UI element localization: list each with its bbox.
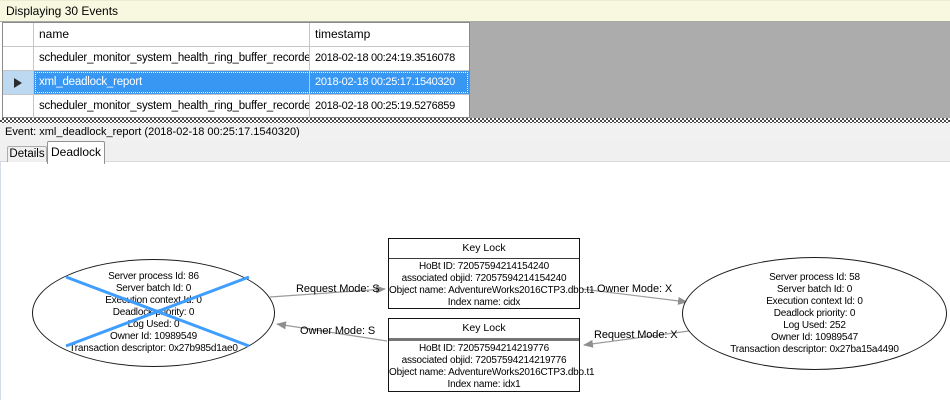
column-header-name[interactable]: name xyxy=(34,23,310,46)
tab-strip xyxy=(0,142,950,162)
event-timestamp-cell: 2018-02-18 00:25:17.1540320 xyxy=(315,76,455,88)
lock-attr: Object name: AdventureWorks2016CTP3.dbo.… xyxy=(389,285,595,296)
process-attr: Log Used: 252 xyxy=(783,319,846,331)
events-title-bar: Displaying 30 Events xyxy=(0,0,950,22)
event-row-selected[interactable]: xml_deadlock_report 2018-02-18 00:25:17.… xyxy=(3,71,469,95)
event-timestamp-cell: 2018-02-18 00:24:19.3516078 xyxy=(315,52,455,64)
process-attr: Owner Id: 10989549 xyxy=(109,331,198,342)
process-attr: Server batch Id: 0 xyxy=(115,283,192,294)
lock-attr: associated objid: 72057594214219776 xyxy=(401,355,567,366)
column-header-timestamp[interactable]: timestamp xyxy=(315,27,371,41)
row-selector-cell xyxy=(3,95,34,118)
event-name-cell: xml_deadlock_report xyxy=(34,71,310,94)
edge-label-request-x: Request Mode: X xyxy=(594,329,678,341)
events-grid: name timestamp scheduler_monitor_system_… xyxy=(2,22,470,118)
event-row[interactable]: scheduler_monitor_system_health_ring_buf… xyxy=(3,47,469,71)
grid-header-row: name timestamp xyxy=(3,23,469,47)
process-attr: Server batch Id: 0 xyxy=(776,283,853,295)
event-timestamp-cell: 2018-02-18 00:25:19.5276859 xyxy=(315,100,455,112)
process-attr: Server process Id: 58 xyxy=(769,271,860,283)
process-attr: Deadlock priority: 0 xyxy=(112,307,195,318)
lock-attr: associated objid: 72057594214154240 xyxy=(401,273,567,284)
event-summary-label: Event: xml_deadlock_report (2018-02-18 0… xyxy=(5,126,300,138)
process-attr: Deadlock priority: 0 xyxy=(773,307,856,319)
lock-attr: HoBt ID: 72057594214219776 xyxy=(419,343,549,354)
grid-empty-area xyxy=(470,22,950,118)
edge-label-owner-s: Owner Mode: S xyxy=(300,325,376,337)
events-count-label: Displaying 30 Events xyxy=(6,4,119,18)
lock-title: Key Lock xyxy=(389,319,579,341)
lock-attr: HoBt ID: 72057594214154240 xyxy=(419,261,549,272)
grid-corner-cell xyxy=(3,23,34,46)
row-selector-cell xyxy=(3,71,34,94)
lock-title: Key Lock xyxy=(389,239,579,259)
event-name-cell: scheduler_monitor_system_health_ring_buf… xyxy=(34,95,310,118)
process-attr: Server process Id: 86 xyxy=(108,271,199,282)
key-lock-node-top[interactable]: Key Lock HoBt ID: 72057594214154240 asso… xyxy=(388,238,595,309)
process-attr: Owner Id: 10989547 xyxy=(770,331,859,343)
lock-attr: Object name: AdventureWorks2016CTP3.dbo.… xyxy=(389,367,595,378)
key-lock-node-bottom[interactable]: Key Lock HoBt ID: 72057594214219776 asso… xyxy=(388,318,595,392)
tab-details[interactable]: Details xyxy=(7,146,47,162)
process-attr: Execution context Id: 0 xyxy=(105,295,202,306)
current-row-arrow-icon xyxy=(14,77,22,88)
lock-attr: Index name: idx1 xyxy=(447,379,521,390)
pane-splitter[interactable] xyxy=(0,118,950,123)
process-attr: Log Used: 0 xyxy=(127,319,180,330)
event-row[interactable]: scheduler_monitor_system_health_ring_buf… xyxy=(3,95,469,118)
process-attr: Transaction descriptor: 0x27ba15a4490 xyxy=(730,343,899,355)
event-name-cell: scheduler_monitor_system_health_ring_buf… xyxy=(34,47,310,70)
row-selector-cell xyxy=(3,47,34,70)
edge-label-owner-x: Owner Mode: X xyxy=(597,283,673,295)
process-attr: Transaction descriptor: 0x27b985d1ae0 xyxy=(69,343,238,354)
surviving-process-node[interactable]: Server process Id: 58 Server batch Id: 0… xyxy=(682,257,947,370)
edge-label-request-s: Request Mode: S xyxy=(296,283,380,295)
lock-attr: Index name: cidx xyxy=(447,297,521,308)
event-summary-bar: Event: xml_deadlock_report (2018-02-18 0… xyxy=(0,123,950,142)
process-attr: Execution context Id: 0 xyxy=(766,295,863,307)
victim-process-node[interactable]: Server process Id: 86 Server batch Id: 0… xyxy=(32,259,275,367)
tab-deadlock[interactable]: Deadlock xyxy=(47,141,105,164)
